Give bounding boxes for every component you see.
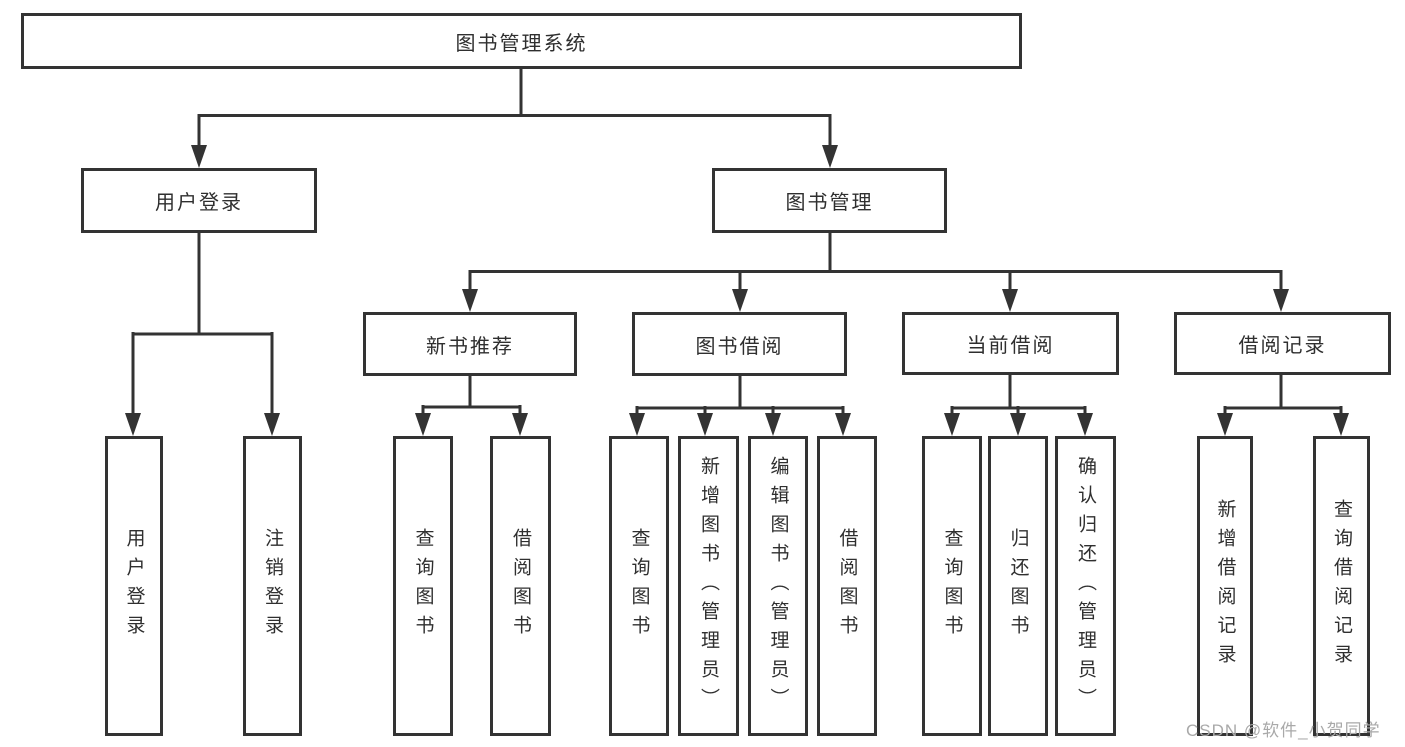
arrowhead-leaf-bw2 [697,413,713,436]
arrowhead-leaf-bw1 [629,413,645,436]
leaf-bw-edit-book-admin-label: 编辑图书（管理员） [767,455,789,717]
node-borrowing-records: 借阅记录 [1174,312,1391,375]
arrowhead-leaf-nb2 [512,413,528,436]
arrowhead-leaf-login [125,413,141,436]
leaf-cu-return-book: 归还图书 [988,436,1048,736]
leaf-cu-confirm-return-admin: 确认归还（管理员） [1055,436,1116,736]
leaf-nb-borrow-book: 借阅图书 [490,436,551,736]
leaf-cu-query-book: 查询图书 [922,436,982,736]
arrowhead-leaf-bw4 [835,413,851,436]
node-root-label: 图书管理系统 [455,32,588,55]
leaf-rc-add-record: 新增借阅记录 [1197,436,1253,736]
node-book-borrowing: 图书借阅 [632,312,847,376]
arrowhead-leaf-cu2 [1010,413,1026,436]
leaf-bw-borrow-book-label: 借阅图书 [836,528,858,644]
leaf-cu-confirm-return-admin-label: 确认归还（管理员） [1075,455,1096,717]
leaf-bw-borrow-book: 借阅图书 [817,436,877,736]
arrowhead-records [1273,289,1289,312]
node-user-login-label: 用户登录 [155,192,243,214]
node-current-borrowing-label: 当前借阅 [966,335,1055,357]
leaf-cu-query-book-label: 查询图书 [941,528,963,644]
arrowhead-current [1002,289,1018,312]
arrowhead-leaf-cu3 [1077,413,1093,436]
leaf-bw-add-book-admin: 新增图书（管理员） [678,436,739,736]
leaf-rc-add-record-label: 新增借阅记录 [1214,499,1236,673]
leaf-bw-query-book-label: 查询图书 [628,528,650,644]
leaf-rc-query-record-label: 查询借阅记录 [1331,499,1352,673]
arrowhead-leaf-bw3 [765,413,781,436]
leaf-logout-label: 注销登录 [262,528,283,644]
leaf-logout: 注销登录 [243,436,302,736]
arrowhead-leaf-logout [264,413,280,436]
leaf-nb-query-book: 查询图书 [393,436,453,736]
leaf-bw-edit-book-admin: 编辑图书（管理员） [748,436,808,736]
node-book-borrowing-label: 图书借阅 [695,335,784,358]
leaf-user-login-label: 用户登录 [123,528,145,644]
leaf-cu-return-book-label: 归还图书 [1007,528,1029,644]
arrowhead-leaf-rc1 [1217,413,1233,436]
arrowhead-user-login [191,145,207,168]
arrowhead-borrow [732,289,748,312]
node-book-management-label: 图书管理 [785,192,874,214]
leaf-nb-query-book-label: 查询图书 [412,528,434,644]
node-new-book-recommend-label: 新书推荐 [426,335,514,358]
arrowhead-newbook [462,289,478,312]
arrowhead-leaf-nb1 [415,413,431,436]
arrowhead-group [125,145,1349,436]
leaf-user-login: 用户登录 [105,436,163,736]
csdn-watermark: CSDN @软件_小贺同学 [1186,721,1381,740]
arrowhead-leaf-rc2 [1333,413,1349,436]
leaf-rc-query-record: 查询借阅记录 [1313,436,1370,736]
node-book-management: 图书管理 [712,168,947,233]
node-root: 图书管理系统 [21,13,1022,69]
leaf-nb-borrow-book-label: 借阅图书 [510,528,531,644]
node-new-book-recommend: 新书推荐 [363,312,577,376]
node-current-borrowing: 当前借阅 [902,312,1119,375]
arrowhead-book-mgmt [822,145,838,168]
leaf-bw-add-book-admin-label: 新增图书（管理员） [698,455,719,717]
node-user-login: 用户登录 [81,168,317,233]
leaf-bw-query-book: 查询图书 [609,436,669,736]
node-borrowing-records-label: 借阅记录 [1238,335,1327,357]
arrowhead-leaf-cu1 [944,413,960,436]
